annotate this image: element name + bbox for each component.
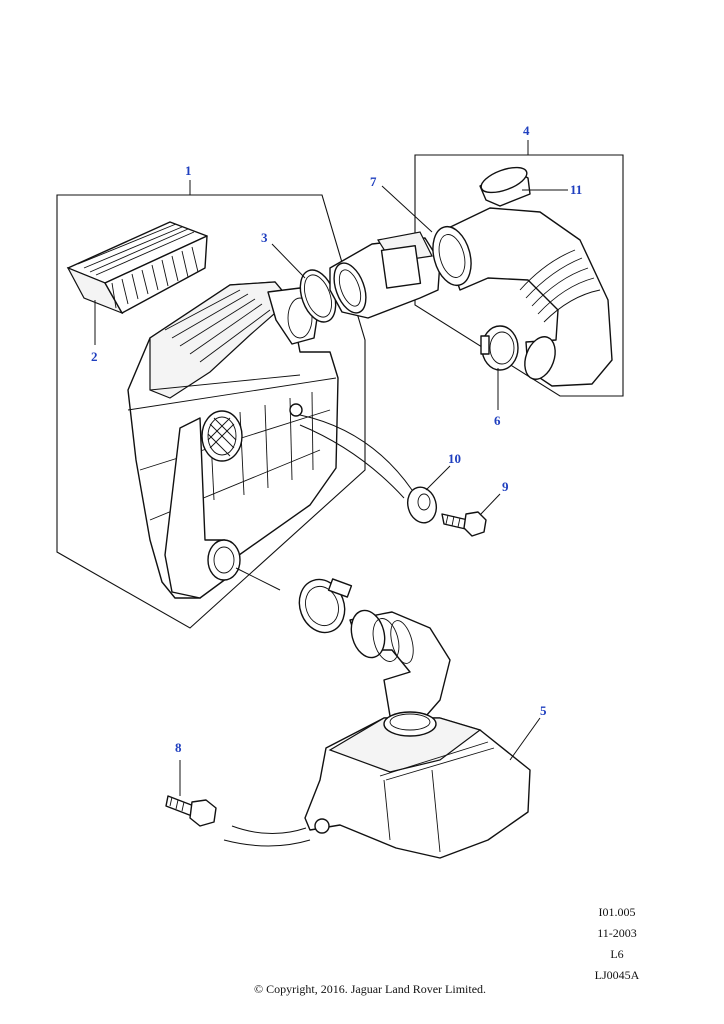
copyright-notice: © Copyright, 2016. Jaguar Land Rover Lim… [253, 982, 487, 996]
callout-9: 9 [502, 479, 509, 494]
air-cleaner-housing [127, 281, 339, 599]
mass-air-flow-sensor [329, 231, 441, 319]
intake-hose [432, 207, 613, 387]
info-line-3: L6 [610, 947, 624, 961]
callout-4: 4 [523, 123, 530, 138]
bolt-8 [165, 795, 217, 827]
callout-1: 1 [185, 163, 192, 178]
hose-clamp [480, 325, 519, 371]
info-block: I01.005 11-2003 L6 LJ0045A [588, 902, 646, 986]
assembly-frame-1 [56, 194, 366, 629]
callout-leaders [94, 140, 568, 796]
info-line-2: 11-2003 [597, 926, 637, 940]
breather-cap [479, 166, 531, 207]
info-line-1: I01.005 [598, 905, 636, 919]
callout-5: 5 [540, 703, 547, 718]
info-line-4: LJ0045A [594, 968, 640, 982]
callout-3: 3 [261, 230, 268, 245]
callout-2: 2 [91, 349, 98, 364]
callout-10: 10 [448, 451, 461, 466]
grommet [299, 414, 438, 524]
air-filter-element [66, 221, 208, 315]
callout-11: 11 [570, 182, 582, 197]
callout-8: 8 [175, 740, 182, 755]
callout-6: 6 [494, 413, 501, 428]
lower-duct [235, 567, 451, 717]
callout-7: 7 [370, 174, 377, 189]
resonator-box [223, 711, 531, 859]
bolt-9 [441, 511, 487, 537]
